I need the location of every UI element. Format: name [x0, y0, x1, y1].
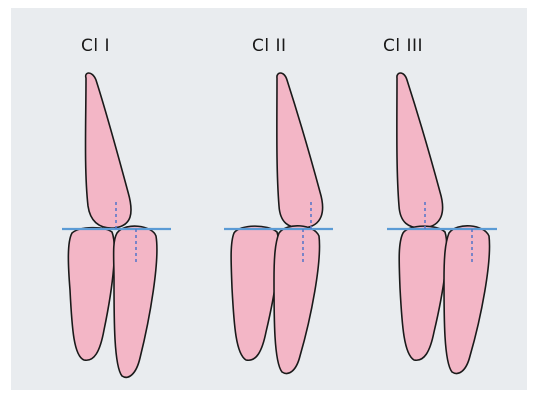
class-2-upper-tooth — [277, 73, 323, 228]
class-2-group — [224, 73, 333, 373]
class-1-group — [62, 73, 171, 377]
class-1-upper-tooth — [86, 73, 132, 228]
class-1-lower-left-tooth — [68, 228, 114, 361]
class-3-upper-tooth — [397, 73, 443, 228]
class-3-lower-right-tooth — [444, 226, 490, 374]
class-2-lower-right-tooth — [274, 226, 320, 374]
class-3-lower-left-tooth — [399, 226, 447, 360]
class-2-lower-left-tooth — [231, 226, 279, 360]
class-3-group — [387, 73, 497, 373]
